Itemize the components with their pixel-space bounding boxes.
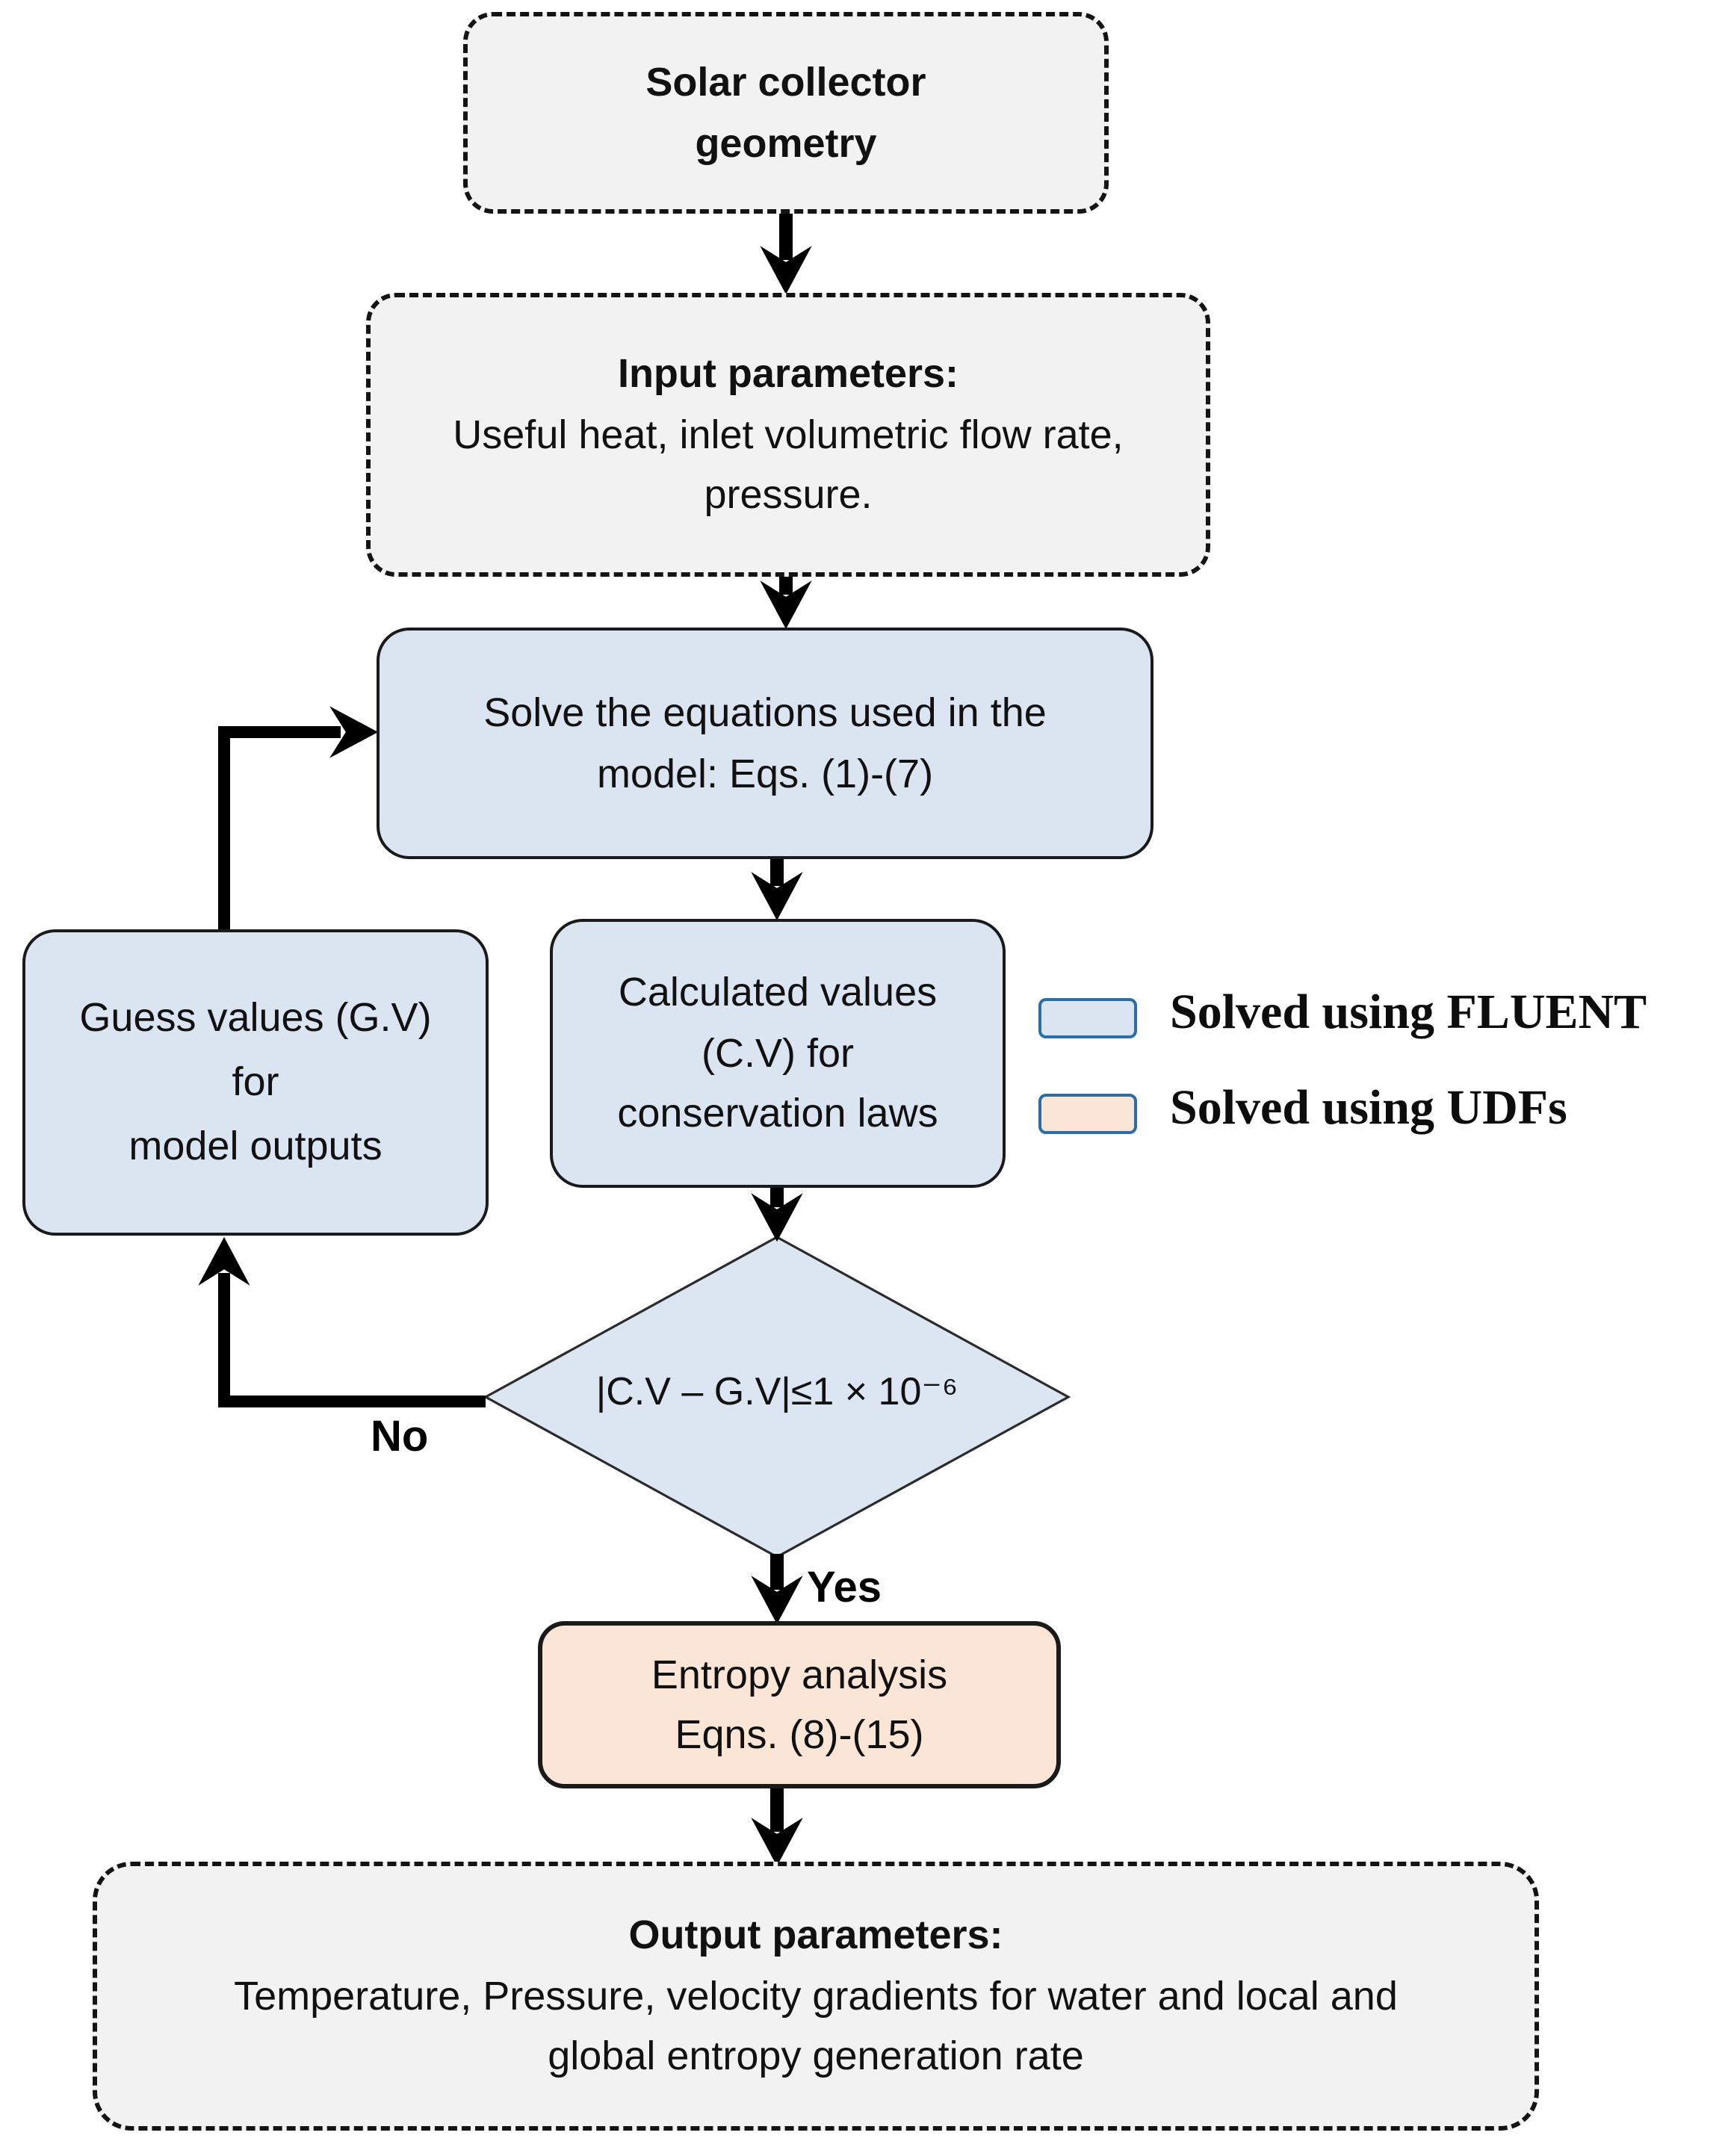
arrow-solve-to-calculated xyxy=(751,856,803,921)
node-text-line: geometry xyxy=(695,120,877,165)
arrow-entropy-to-output xyxy=(751,1785,803,1867)
decision-no-label: No xyxy=(371,1413,429,1461)
node-body-text: Solve the equations used in the model: E… xyxy=(483,690,1047,796)
legend-item-udfs: Solved using UDFs xyxy=(1038,1082,1567,1141)
legend-swatch-fluent xyxy=(1038,998,1137,1038)
node-body-text: Temperature, Pressure, velocity gradient… xyxy=(234,1973,1398,2079)
node-guess-values: Guess values (G.V) for model outputs xyxy=(22,929,489,1236)
arrow-decision-no-to-guess xyxy=(198,1236,486,1407)
node-body-text: Useful heat, inlet volumetric flow rate,… xyxy=(453,412,1124,518)
node-text-line: Entropy analysis xyxy=(651,1652,948,1697)
legend-swatch-udfs xyxy=(1038,1094,1137,1134)
node-text-line: Calculated values xyxy=(618,970,938,1015)
node-heading: Input parameters: xyxy=(617,351,959,397)
node-text-line: for xyxy=(232,1059,279,1104)
node-calculated-values: Calculated values (C.V) for conservation… xyxy=(550,919,1006,1188)
decision-condition-text: |C.V – G.V|≤1 × 10⁻⁶ xyxy=(595,1369,959,1413)
node-text-line: conservation laws xyxy=(617,1091,938,1136)
node-start-solar-collector: Solar collector geometry xyxy=(463,12,1109,214)
arrow-input-to-solve xyxy=(760,574,812,630)
node-heading: Output parameters: xyxy=(628,1912,1003,1958)
arrow-guess-to-solve xyxy=(218,706,379,932)
node-output-parameters: Output parameters: Temperature, Pressure… xyxy=(93,1862,1539,2131)
node-input-parameters: Input parameters: Useful heat, inlet vol… xyxy=(366,293,1210,577)
legend-label: Solved using FLUENT xyxy=(1170,986,1647,1040)
arrow-start-to-input xyxy=(760,211,812,295)
decision-yes-label: Yes xyxy=(807,1564,882,1612)
arrow-calculated-to-decision xyxy=(751,1185,803,1242)
node-text-line: model outputs xyxy=(128,1124,383,1169)
node-text-line: Eqns. (8)-(15) xyxy=(675,1712,924,1757)
node-entropy-analysis: Entropy analysis Eqns. (8)-(15) xyxy=(538,1621,1061,1788)
node-solve-equations: Solve the equations used in the model: E… xyxy=(377,628,1153,859)
legend-item-fluent: Solved using FLUENT xyxy=(1038,986,1647,1046)
node-text-line: Solar collector xyxy=(645,60,926,105)
node-text-line: Guess values (G.V) xyxy=(79,994,432,1040)
arrow-decision-yes-to-entropy xyxy=(751,1554,803,1625)
node-text-line: (C.V) for xyxy=(701,1030,854,1076)
legend-label: Solved using UDFs xyxy=(1170,1082,1567,1136)
